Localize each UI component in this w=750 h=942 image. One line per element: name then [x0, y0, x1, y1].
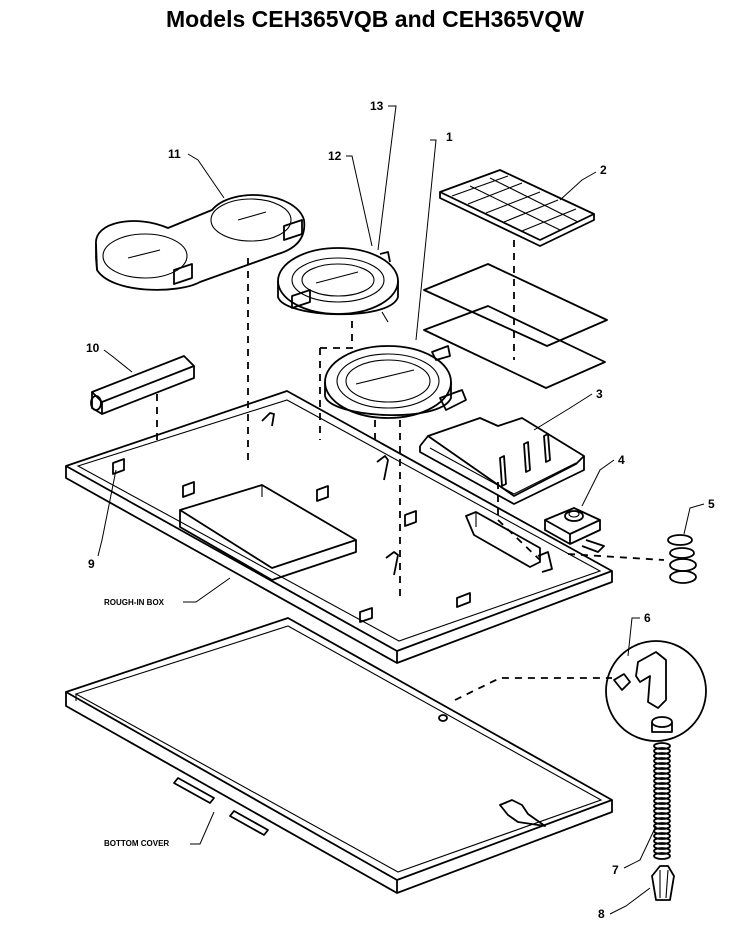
callout-11: 11	[168, 147, 181, 161]
callout-10: 10	[86, 341, 100, 355]
springs-part-5	[667, 534, 697, 584]
retainer-part-8	[651, 865, 675, 901]
switch-part-4	[544, 507, 605, 553]
callout-4: 4	[618, 453, 625, 467]
callout-12: 12	[328, 149, 342, 163]
insulation-sheet	[423, 263, 608, 347]
clip-detail-part-6	[605, 640, 707, 742]
diagram-title: Models CEH365VQB and CEH365VQW	[166, 6, 584, 32]
element-part-12	[277, 247, 399, 323]
rough-in-box-label: ROUGH-IN BOX	[104, 598, 165, 607]
housing-part-3	[419, 417, 585, 505]
backing-sheet	[423, 305, 606, 389]
callout-5: 5	[708, 497, 715, 511]
callout-6: 6	[644, 611, 651, 625]
alignment-lines	[156, 240, 665, 701]
callout-2: 2	[600, 163, 607, 177]
bottom-cover	[65, 617, 613, 894]
grate-part-2	[439, 169, 595, 247]
callout-8: 8	[598, 907, 605, 921]
spring-part-7	[653, 742, 671, 860]
callout-7: 7	[612, 863, 619, 877]
bottom-cover-label: BOTTOM COVER	[104, 839, 169, 848]
element-part-1	[324, 345, 467, 419]
dual-element-part-11	[95, 194, 306, 291]
callout-9: 9	[88, 557, 95, 571]
callout-1: 1	[446, 130, 453, 144]
rough-in-box	[65, 390, 613, 664]
leader-lines	[97, 105, 705, 915]
callout-13: 13	[370, 99, 384, 113]
terminal-block-part-10	[90, 355, 195, 415]
callout-3: 3	[596, 387, 603, 401]
